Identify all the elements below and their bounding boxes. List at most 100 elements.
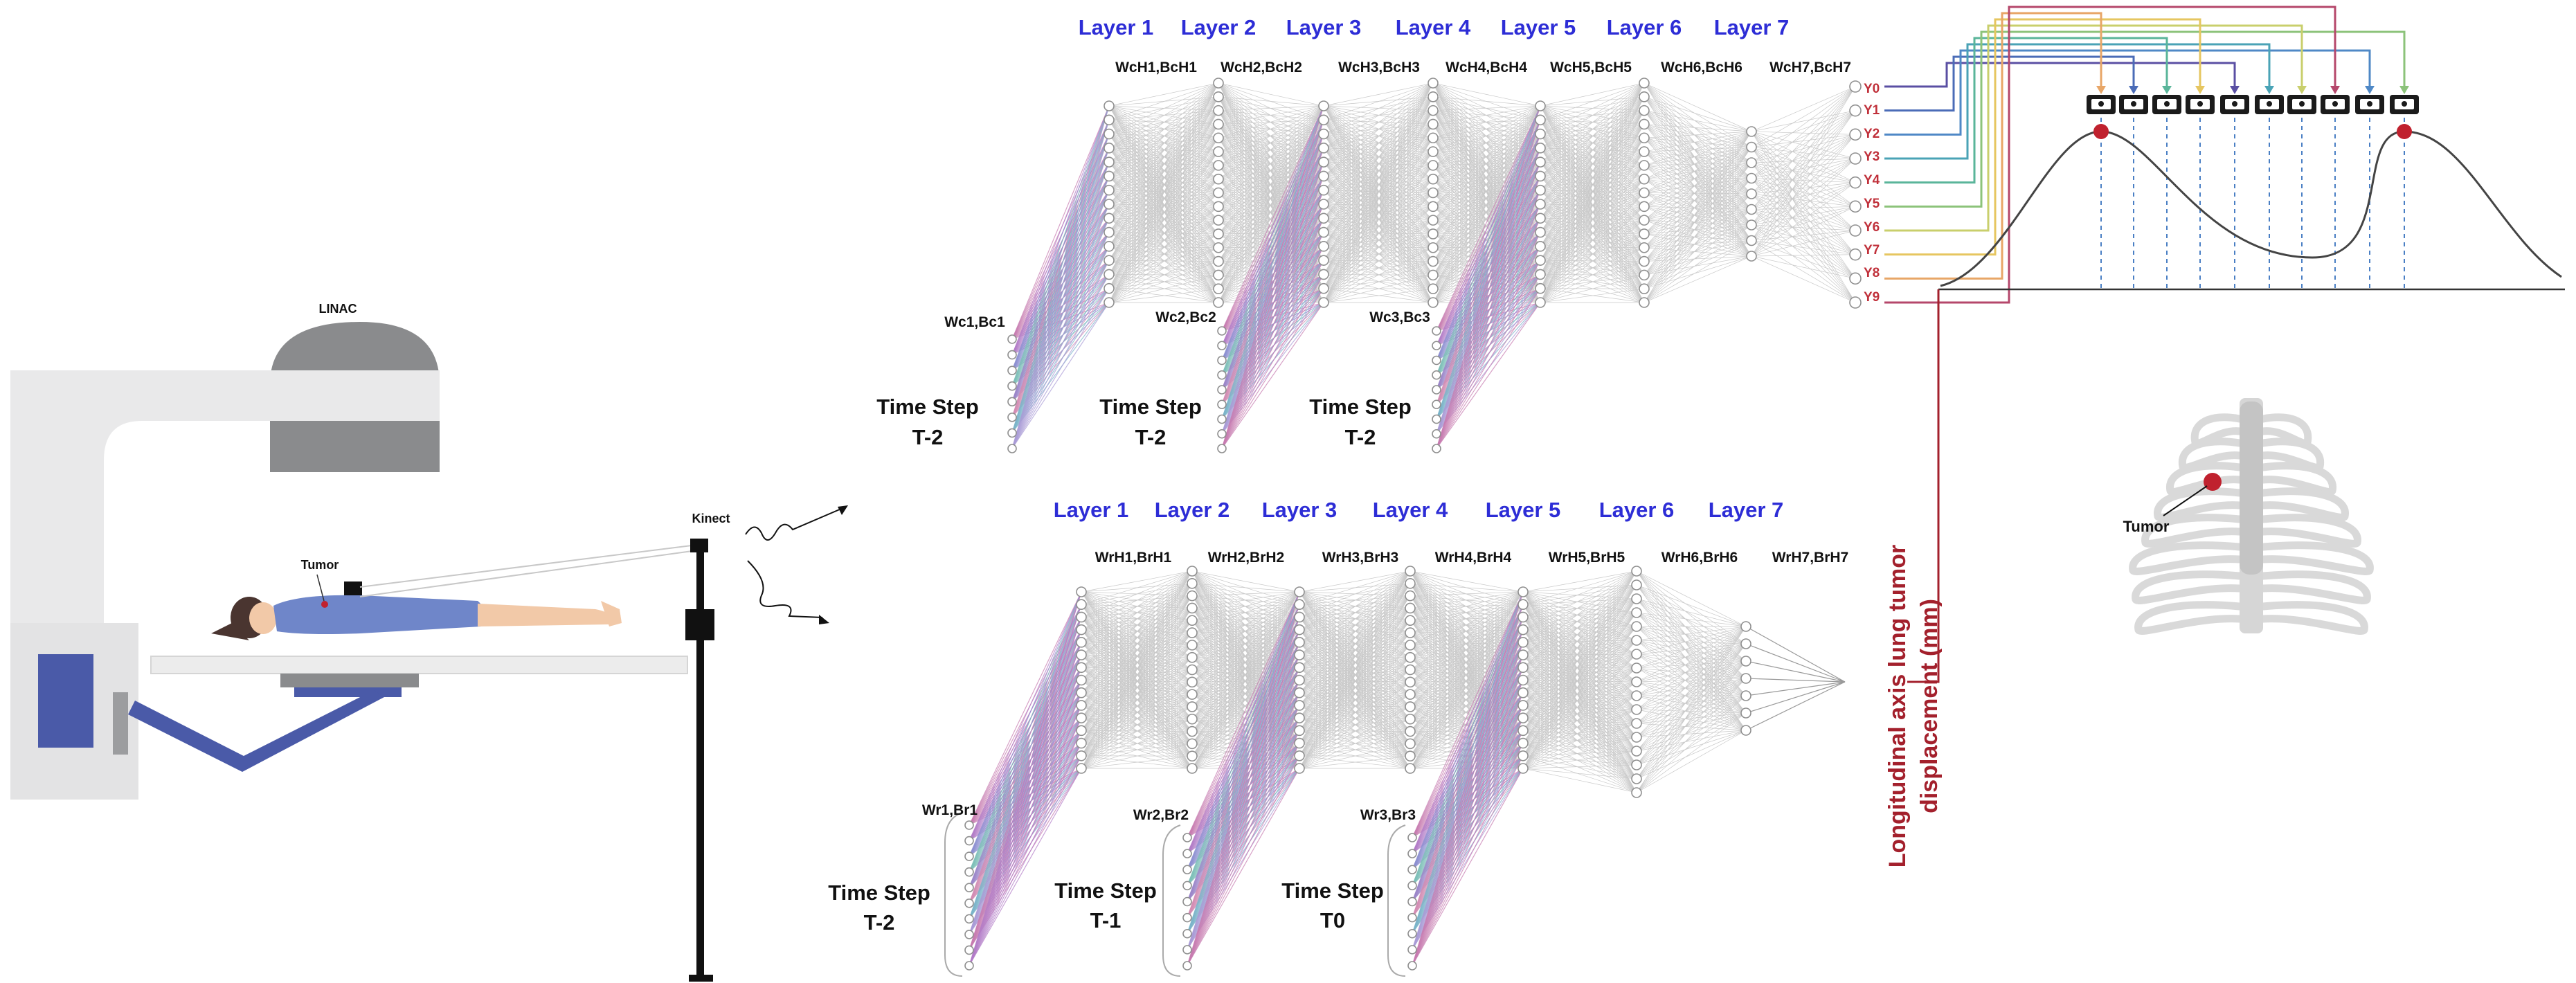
connection-line [1636, 640, 1747, 662]
bottom-layer-label: Layer 1 [1054, 498, 1129, 522]
input-connection [1436, 105, 1541, 390]
input-node [964, 961, 974, 971]
connection-line [1522, 626, 1637, 743]
hidden-node [1294, 662, 1305, 674]
hidden-node [1104, 269, 1115, 280]
connection-line [1636, 570, 1747, 662]
connection-line [1751, 230, 1856, 241]
connection-line [1643, 96, 1752, 257]
connection-line [1751, 162, 1856, 255]
connection-line [1643, 137, 1752, 147]
connection-line [1522, 653, 1637, 668]
connection-line [1643, 255, 1752, 303]
connection-line [1643, 162, 1752, 207]
couch-support-blue [294, 687, 402, 697]
connection-line [1522, 667, 1637, 743]
input-connection [969, 642, 1082, 966]
camera-lens [2131, 101, 2136, 107]
input-connection [1187, 617, 1300, 966]
output-labels: Y0 Y1 Y2 Y3 Y4 Y5 Y6 Y7 Y8 Y9 [1864, 82, 1880, 305]
connection-line [1643, 240, 1752, 303]
connection-line [1108, 247, 1219, 303]
input-connection [1221, 105, 1324, 332]
hidden-node [1076, 586, 1087, 597]
connection-line [1751, 230, 1856, 257]
connection-line [1636, 643, 1747, 669]
connection-line [1522, 626, 1637, 668]
input-connection [1436, 288, 1541, 449]
input-connection [969, 642, 1082, 935]
hidden-node [1427, 228, 1439, 240]
hidden-node [1427, 118, 1439, 130]
connection-line [1643, 131, 1752, 152]
input-node [964, 898, 974, 908]
connection-line [1636, 626, 1747, 738]
connection-line [1751, 158, 1856, 195]
hidden-node [1187, 602, 1198, 614]
hidden-node [1405, 651, 1416, 663]
connection-line [1751, 131, 1856, 231]
connection-line [1299, 719, 1411, 769]
input-node [964, 836, 974, 846]
hidden-node [1631, 662, 1642, 674]
input-connection [1011, 246, 1110, 355]
hidden-node [1746, 126, 1757, 137]
connection-line [1299, 682, 1411, 769]
bracket-arrowhead [2162, 86, 2172, 94]
connection-line [1522, 654, 1637, 793]
connection-line [1522, 598, 1637, 706]
input-connection [1221, 105, 1324, 361]
connection-line [1540, 110, 1645, 303]
signal-arrow-up [838, 505, 848, 515]
hidden-node [1517, 624, 1529, 635]
input-node [1182, 896, 1192, 907]
connection-line [1643, 124, 1752, 147]
hidden-node [1427, 201, 1439, 213]
input-connection [1221, 246, 1324, 449]
bottom-hidden-weight-label: WrH1,BrH1 [1095, 550, 1172, 566]
connection-line [1522, 570, 1637, 643]
connection-line [1522, 653, 1637, 706]
connection-line [1108, 82, 1219, 205]
kinect-beam-2 [359, 550, 698, 597]
hidden-node [1294, 712, 1305, 723]
input-connection [1221, 288, 1324, 449]
connection-line [1643, 224, 1752, 303]
connection-line [1191, 591, 1300, 719]
hidden-node [1740, 656, 1751, 667]
connection-line [1636, 626, 1747, 766]
input-connection [969, 705, 1082, 966]
connection-line [1323, 233, 1434, 303]
hidden-node [1405, 676, 1416, 688]
camera-lens [2098, 101, 2104, 107]
input-connection [1187, 642, 1300, 950]
connection-line [1643, 131, 1752, 221]
bottom-layer-label: Layer 5 [1486, 498, 1561, 522]
patient-tumor-dot [321, 601, 328, 608]
hidden-node [1213, 283, 1224, 294]
connection-line [1522, 640, 1637, 668]
connection-line [1522, 570, 1637, 605]
input-connection [969, 617, 1082, 919]
connection-line [1540, 275, 1645, 303]
input-connection [1412, 629, 1524, 934]
connection-line [1636, 584, 1747, 679]
hidden-node [1405, 750, 1416, 761]
connection-line [1522, 584, 1637, 593]
hidden-node [1631, 649, 1642, 660]
hidden-node [1427, 255, 1439, 267]
input-connection [1011, 105, 1110, 433]
input-connection [1187, 717, 1300, 966]
connection-line [1218, 105, 1324, 235]
connection-line [1522, 653, 1637, 680]
connection-line [1522, 626, 1637, 719]
connection-line [1643, 131, 1752, 262]
top-network-labels: Layer 1 Layer 2 Layer 3 Layer 4 Layer 5 … [876, 15, 1851, 449]
connection-line [1643, 255, 1752, 262]
hidden-node [1187, 738, 1198, 750]
connection-line [1636, 730, 1747, 793]
connection-line [1108, 82, 1219, 303]
connection-line [1108, 82, 1219, 219]
connection-line [1522, 570, 1637, 593]
connection-line [1522, 640, 1637, 706]
